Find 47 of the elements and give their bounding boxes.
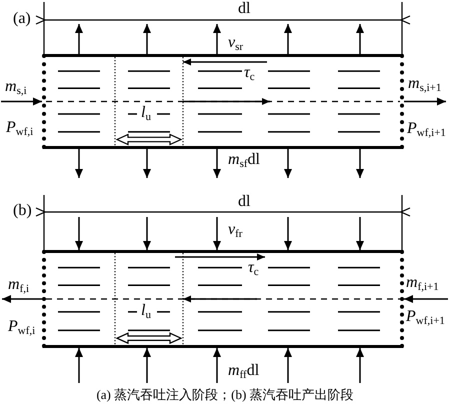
- caption: (a) 蒸汽吞吐注入阶段；(b) 蒸汽吞吐产出阶段: [96, 387, 354, 403]
- panel-label: (a): [13, 10, 31, 28]
- flow-arrow: [284, 24, 292, 54]
- flow-arrow: [143, 348, 151, 383]
- panel-label: (b): [13, 202, 32, 220]
- flow-arrow: [75, 217, 83, 250]
- pipe-segment: [42, 250, 404, 348]
- flow-arrow: [356, 149, 364, 178]
- flow-arrow: [213, 348, 221, 383]
- flow-arrow: [75, 149, 83, 178]
- flow-arrow: [1, 98, 42, 106]
- edge-label: m$_{sf}$dl: [228, 151, 260, 169]
- flow-arrow: [284, 217, 292, 250]
- edge-label: m$_{f,i}$: [8, 276, 30, 294]
- flow-arrow: [404, 295, 448, 303]
- flow-arrow: [213, 149, 221, 178]
- flow-arrow: [143, 24, 151, 54]
- edge-label: v$_{fr}$: [228, 221, 242, 239]
- math-label: P$_{wf,i+1}$: [407, 120, 446, 138]
- flow-arrow: [75, 24, 83, 54]
- edge-label: m$_{s,i}$: [5, 78, 27, 96]
- flow-arrow: [356, 217, 364, 250]
- flow-arrow: [213, 24, 221, 54]
- flow-arrow: [284, 149, 292, 178]
- flow-arrow: [143, 217, 151, 250]
- math-label: P$_{wf,i}$: [8, 318, 36, 336]
- math-label: τ$_{c}$: [244, 64, 255, 82]
- edge-label: m$_{s,i+1}$: [408, 75, 442, 93]
- pipe-segment: [42, 54, 404, 149]
- flow-arrow: [213, 217, 221, 250]
- dimension-label: dl: [238, 0, 250, 18]
- flow-arrow: [2, 295, 42, 303]
- flow-arrow: [404, 98, 446, 106]
- math-label: P$_{wf,i}$: [6, 119, 34, 137]
- edge-label: m$_{ff}$dl: [228, 362, 260, 380]
- flow-arrow: [75, 348, 83, 383]
- edge-label: v$_{sr}$: [228, 34, 244, 52]
- flow-arrow: [356, 348, 364, 383]
- math-label: τ$_{c}$: [248, 259, 259, 277]
- math-label: l$_{u}$: [141, 104, 151, 122]
- flow-arrow: [143, 149, 151, 178]
- edge-label: m$_{f,i+1}$: [406, 274, 439, 292]
- math-label: l$_{u}$: [141, 302, 151, 320]
- dimension-label: dl: [238, 193, 250, 211]
- flow-arrow: [356, 24, 364, 54]
- math-label: P$_{wf,i+1}$: [406, 308, 445, 326]
- flow-arrow: [284, 348, 292, 383]
